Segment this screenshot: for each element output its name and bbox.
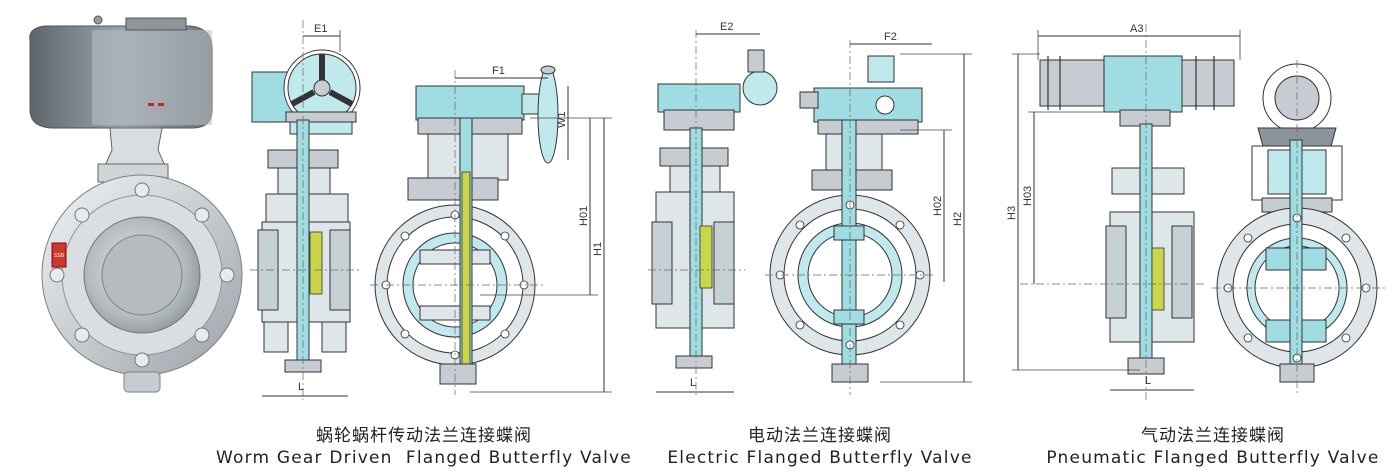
photo-pneumatic-valve: SSB [29,15,243,393]
dim-H01: H01 [578,206,590,226]
caption-electric-cn: 电动法兰连接蝶阀 [748,426,892,446]
caption-worm-gear: 蜗轮蜗杆传动法兰连接蝶阀 Worm Gear Driven Flanged Bu… [214,425,634,469]
dim-E1: E1 [314,23,327,35]
brand-marking: SSB [54,253,65,259]
pneumatic-front-view [1212,60,1385,395]
dim-H02: H02 [932,196,944,216]
electric-side-view [648,30,778,395]
dim-L-electric: L [690,377,696,389]
worm-gear-side-view [250,20,361,400]
dim-F2: F2 [884,31,897,43]
caption-pneumatic-cn: 气动法兰连接蝶阀 [1141,426,1285,446]
dim-L-pneumatic: L [1145,375,1151,387]
dim-E2: E2 [720,21,733,33]
pneumatic-side-view [1020,24,1235,400]
caption-electric-en: Electric Flanged Butterfly Valve [667,448,973,468]
pneumatic-dimensions: A3 H03 H3 L [1006,23,1241,391]
caption-pneumatic-en: Pneumatic Flanged Butterfly Valve [1046,448,1380,468]
caption-pneumatic: 气动法兰连接蝶阀 Pneumatic Flanged Butterfly Val… [1040,425,1386,469]
worm-gear-front-view [370,65,559,395]
dim-W1: W1 [556,112,568,129]
caption-electric: 电动法兰连接蝶阀 Electric Flanged Butterfly Valv… [660,425,980,469]
dim-H3: H3 [1006,206,1018,220]
dim-H2: H2 [952,212,964,226]
dim-A3: A3 [1130,23,1143,35]
dim-H03: H03 [1022,186,1034,206]
electric-front-view [765,40,935,395]
dim-F1: F1 [492,65,505,77]
caption-worm-gear-cn: 蜗轮蜗杆传动法兰连接蝶阀 [316,426,532,446]
dim-L-worm: L [298,381,304,393]
worm-gear-dimensions: E1 F1 W1 H01 H1 L [262,23,612,397]
caption-worm-gear-en: Worm Gear Driven Flanged Butterfly Valve [216,448,632,468]
dim-H1: H1 [592,242,604,256]
electric-dimensions: E2 F2 H02 H2 L [656,21,972,393]
brand-plate [51,242,67,268]
